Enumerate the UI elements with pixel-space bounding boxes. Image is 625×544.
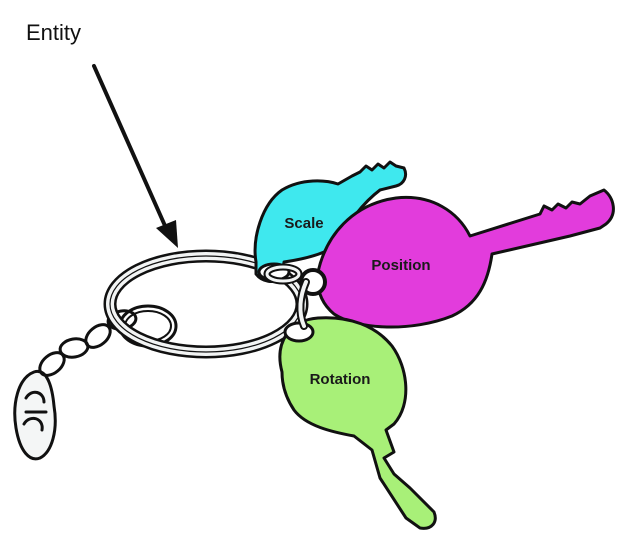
position-label: Position [371, 257, 430, 274]
rotation-key: Rotation [278, 316, 437, 530]
keychain-chain [13, 304, 178, 461]
entity-arrow [92, 64, 178, 248]
key-connectors [263, 263, 310, 330]
scale-label: Scale [284, 215, 323, 232]
entity-label: Entity [26, 20, 81, 45]
rotation-label: Rotation [310, 371, 371, 388]
scale-key: Scale [253, 160, 408, 283]
